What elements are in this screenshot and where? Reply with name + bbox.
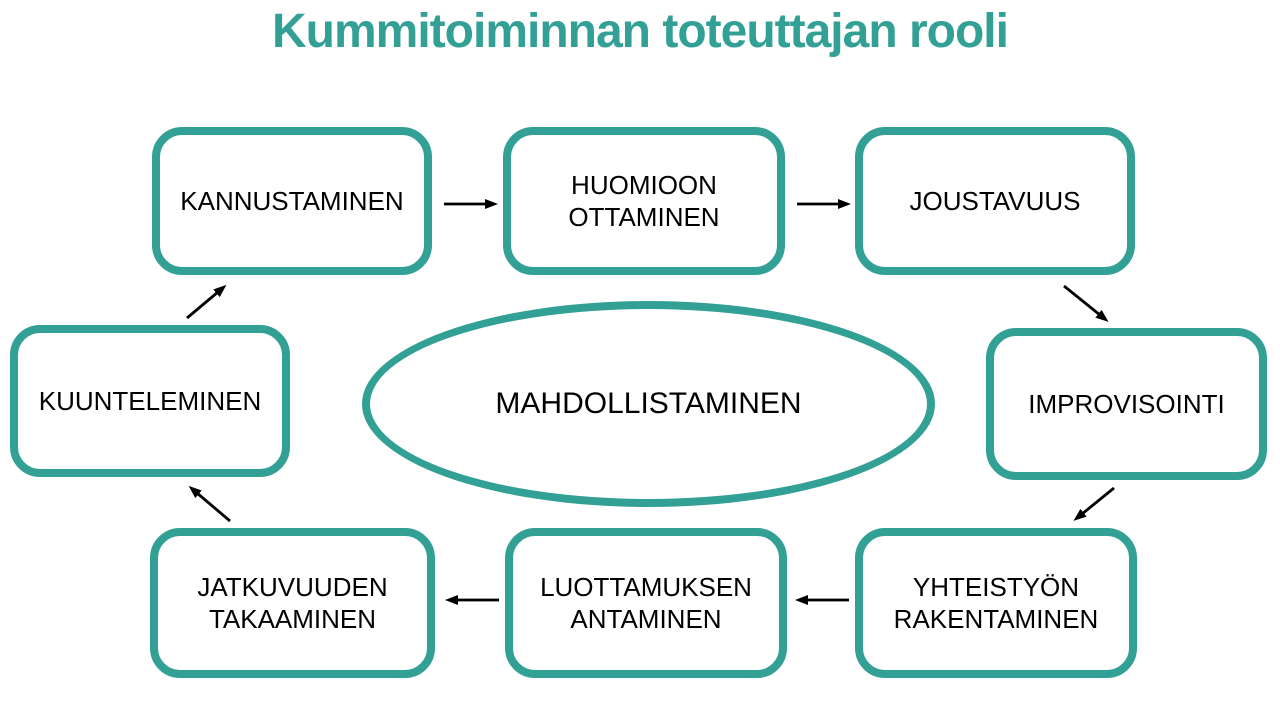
center-node-mahdollistaminen: MAHDOLLISTAMINEN xyxy=(362,301,935,507)
node-label: KUUNTELEMINEN xyxy=(38,385,262,416)
node-label: JATKUVUUDEN TAKAAMINEN xyxy=(197,571,388,635)
node-label: YHTEISTYÖN RAKENTAMINEN xyxy=(893,571,1099,635)
node-luottamuksen-antaminen: LUOTTAMUKSEN ANTAMINEN xyxy=(505,528,787,678)
node-label: IMPROVISOINTI xyxy=(1028,388,1225,419)
node-label: JOUSTAVUUS xyxy=(909,185,1081,216)
node-label: KANNUSTAMINEN xyxy=(180,185,404,216)
page-title: Kummitoiminnan toteuttajan rooli xyxy=(272,5,1009,58)
node-kannustaminen: KANNUSTAMINEN xyxy=(152,127,432,275)
node-kuunteleminen: KUUNTELEMINEN xyxy=(10,325,290,477)
arrow-jatkuvuuden-to-kuunteleminen-icon xyxy=(188,485,231,523)
arrow-joustavuus-to-improvisointi-icon xyxy=(1063,284,1109,322)
node-joustavuus: JOUSTAVUUS xyxy=(855,127,1135,275)
node-yhteistyon-rakentaminen: YHTEISTYÖN RAKENTAMINEN xyxy=(855,528,1137,678)
arrow-improvisointi-to-yhteistyon-icon xyxy=(1073,486,1115,521)
node-improvisointi: IMPROVISOINTI xyxy=(986,328,1267,480)
arrow-kuunteleminen-to-kannustaminen-icon xyxy=(186,284,227,320)
node-label: HUOMIOON OTTAMINEN xyxy=(568,169,720,233)
node-jatkuvuuden-takaaminen: JATKUVUUDEN TAKAAMINEN xyxy=(150,528,435,678)
node-label: LUOTTAMUKSEN ANTAMINEN xyxy=(540,571,752,635)
node-huomioon-ottaminen: HUOMIOON OTTAMINEN xyxy=(503,127,785,275)
center-node-label: MAHDOLLISTAMINEN xyxy=(495,387,802,420)
